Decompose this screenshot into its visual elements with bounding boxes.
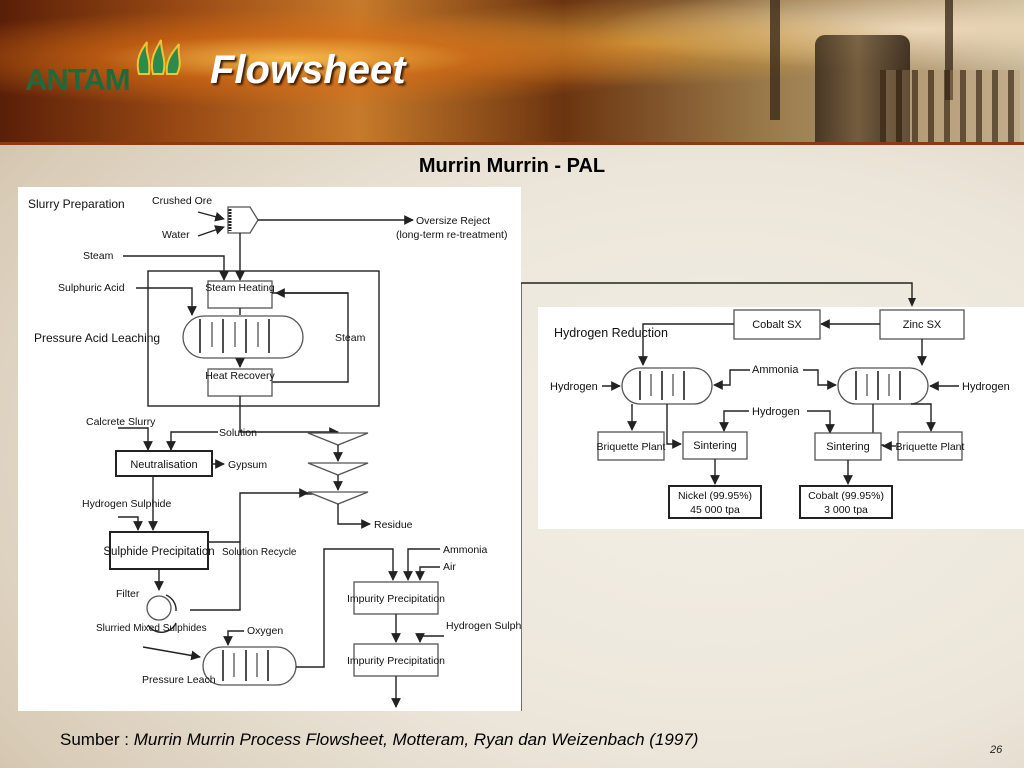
label-cobalt-rate: 3 000 tpa bbox=[824, 504, 868, 516]
logo-wordmark: ANTAM bbox=[25, 62, 131, 97]
flowsheet-right-panel: Hydrogen Reduction Zinc SX Cobalt SX Hyd… bbox=[538, 307, 1024, 529]
label-hydrogen-left: Hydrogen bbox=[550, 381, 598, 393]
section-slurry-preparation: Slurry Preparation bbox=[28, 197, 125, 211]
reduction-autoclave-left bbox=[621, 367, 713, 405]
diagram-title: Murrin Murrin - PAL bbox=[418, 155, 606, 177]
page-title: Flowsheet bbox=[210, 48, 406, 92]
label-hydrogen-right: Hydrogen bbox=[962, 381, 1010, 393]
label-briquette-plant-2: Briquette Plant bbox=[896, 441, 965, 453]
label-air: Air bbox=[443, 561, 456, 573]
reduction-autoclave-right bbox=[837, 367, 929, 405]
pal-flowsheet-diagram: Slurry Preparation Pressure Acid Leachin… bbox=[28, 195, 535, 708]
section-hydrogen-reduction: Hydrogen Reduction bbox=[554, 326, 668, 340]
label-slurried-mixed-sulphides: Slurried Mixed Sulphides bbox=[96, 623, 207, 634]
ccd-thickener-2 bbox=[307, 462, 369, 476]
source-label: Sumber : bbox=[60, 730, 129, 749]
label-pressure-leach: Pressure Leach bbox=[142, 674, 216, 686]
label-hydrogen-sulphide-1: Hydrogen Sulphide bbox=[82, 498, 171, 510]
label-cobalt: Cobalt (99.95%) bbox=[808, 490, 884, 502]
label-filter: Filter bbox=[116, 588, 140, 600]
label-nickel: Nickel (99.95%) bbox=[678, 490, 752, 502]
antam-logo: ANTAM bbox=[25, 38, 185, 98]
label-neutralisation: Neutralisation bbox=[130, 459, 197, 471]
label-sulphide-precipitation: Sulphide Precipitation bbox=[103, 546, 214, 558]
label-ammonia: Ammonia bbox=[443, 544, 488, 556]
chimney-graphic bbox=[945, 0, 953, 100]
label-oversize-reject: Oversize Reject bbox=[416, 215, 490, 227]
pipework-graphic bbox=[880, 70, 1020, 145]
unit-briquette-plant-1 bbox=[597, 431, 665, 461]
label-solution: Solution bbox=[219, 427, 257, 439]
label-sintering-2: Sintering bbox=[826, 441, 869, 453]
label-sulphuric-acid: Sulphuric Acid bbox=[58, 282, 125, 294]
unit-neutralisation bbox=[115, 450, 213, 477]
product-cobalt bbox=[799, 485, 893, 519]
label-hydrogen-mid: Hydrogen bbox=[752, 406, 800, 418]
ccd-thickener-3 bbox=[307, 491, 369, 505]
header-divider bbox=[0, 142, 1024, 145]
label-steam-heating: Steam Heating bbox=[205, 282, 275, 294]
source-citation: Sumber : Murrin Murrin Process Flowsheet… bbox=[60, 730, 698, 750]
label-briquette-plant-1: Briquette Plant bbox=[597, 441, 666, 453]
label-water: Water bbox=[162, 229, 190, 241]
screen-symbol bbox=[227, 206, 259, 234]
source-reference: Murrin Murrin Process Flowsheet, Mottera… bbox=[133, 730, 699, 749]
label-nickel-rate: 45 000 tpa bbox=[690, 504, 740, 516]
unit-briquette-plant-2 bbox=[897, 431, 963, 461]
filter-symbol bbox=[146, 595, 172, 621]
product-nickel bbox=[668, 485, 762, 519]
label-impurity-precipitation-2: Impurity Precipitation bbox=[347, 655, 445, 667]
autoclave-vessel bbox=[182, 315, 304, 359]
label-hydrogen-sulphide-2: Hydrogen Sulphide bbox=[446, 620, 521, 632]
label-gypsum: Gypsum bbox=[228, 459, 267, 471]
label-residue: Residue bbox=[374, 519, 413, 531]
chimney-graphic bbox=[770, 0, 780, 120]
label-cobalt-sx: Cobalt SX bbox=[752, 319, 802, 331]
section-pressure-acid-leaching: Pressure Acid Leaching bbox=[34, 331, 160, 345]
unit-cobalt-sx bbox=[733, 309, 821, 340]
unit-sulphide-precipitation bbox=[109, 531, 209, 570]
label-heat-recovery: Heat Recovery bbox=[205, 370, 275, 382]
pal-circuit-boundary bbox=[147, 270, 380, 407]
label-long-term-retreatment: (long-term re-treatment) bbox=[396, 229, 507, 241]
label-calcrete-slurry: Calcrete Slurry bbox=[86, 416, 156, 428]
unit-impurity-precipitation-1 bbox=[353, 581, 439, 615]
hydrogen-reduction-diagram: Hydrogen Reduction Zinc SX Cobalt SX Hyd… bbox=[550, 309, 1010, 519]
label-steam-loop: Steam bbox=[335, 332, 366, 344]
flowsheet-left-panel: Slurry Preparation Pressure Acid Leachin… bbox=[18, 187, 535, 711]
unit-sintering-2 bbox=[814, 432, 882, 461]
unit-zinc-sx bbox=[879, 309, 965, 340]
label-sintering-1: Sintering bbox=[693, 440, 736, 452]
page-number: 26 bbox=[990, 744, 1003, 756]
header-banner-image: ANTAM Flowsheet bbox=[0, 0, 1024, 145]
unit-sintering-1 bbox=[682, 431, 748, 460]
label-crushed-ore: Crushed Ore bbox=[152, 195, 212, 207]
label-ammonia-right: Ammonia bbox=[752, 364, 799, 376]
ccd-thickener-1 bbox=[307, 432, 369, 446]
label-oxygen: Oxygen bbox=[247, 625, 283, 637]
label-impurity-precipitation-1: Impurity Precipitation bbox=[347, 593, 445, 605]
label-steam-top: Steam bbox=[83, 250, 114, 262]
label-zinc-sx: Zinc SX bbox=[903, 319, 942, 331]
pressure-leach-autoclave bbox=[202, 646, 297, 686]
label-solution-recycle: Solution Recycle bbox=[222, 547, 297, 558]
antam-logo-flame-icon bbox=[136, 39, 181, 75]
